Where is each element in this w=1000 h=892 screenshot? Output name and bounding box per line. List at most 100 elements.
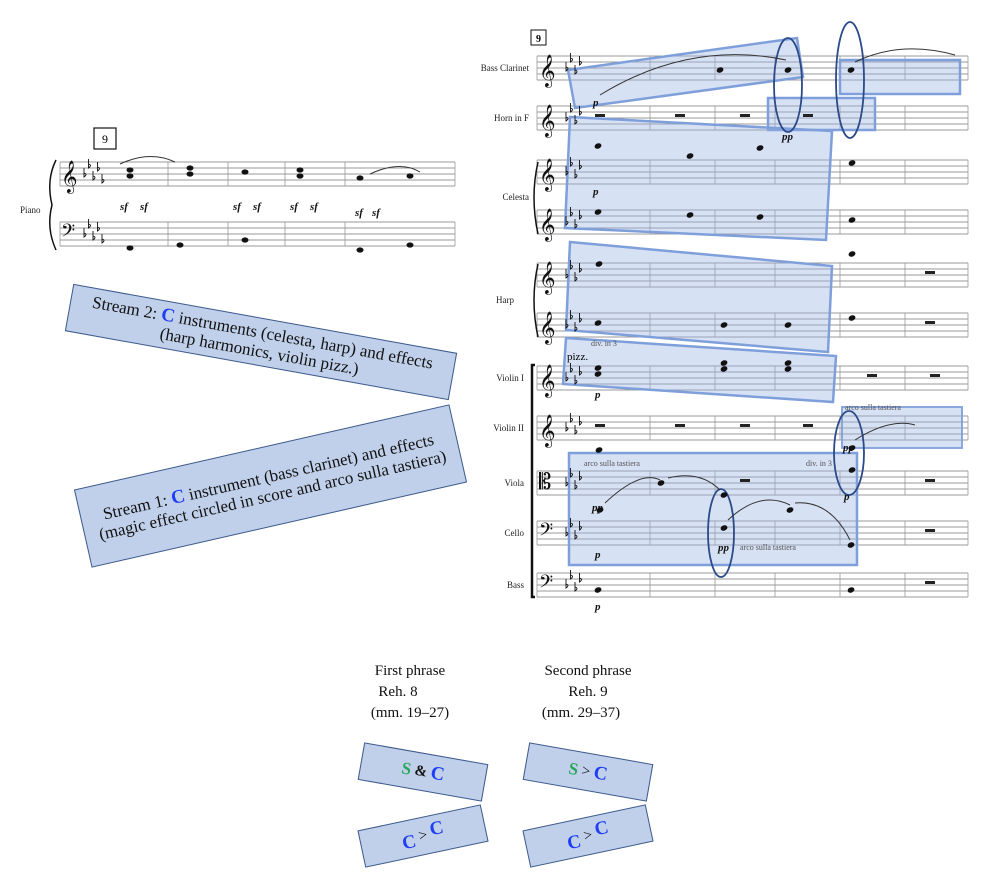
piano-brace bbox=[49, 159, 57, 251]
notehead bbox=[594, 365, 602, 371]
staff bbox=[536, 312, 969, 338]
notehead bbox=[784, 366, 792, 372]
phrase-title: Second phrase bbox=[544, 663, 632, 679]
notehead bbox=[176, 242, 184, 248]
notehead bbox=[126, 245, 134, 251]
flat-icon bbox=[570, 260, 573, 270]
magic-effect-circle bbox=[773, 37, 803, 133]
flat-icon bbox=[570, 570, 573, 580]
label-horn: Horn in F bbox=[494, 113, 529, 123]
notehead bbox=[406, 173, 414, 179]
flat-icon bbox=[574, 115, 578, 125]
whole-rest bbox=[595, 114, 605, 117]
dynamic-p: p bbox=[594, 389, 601, 401]
flat-icon bbox=[101, 234, 105, 244]
slur bbox=[794, 502, 851, 541]
whole-rest bbox=[740, 479, 750, 482]
flat-icon bbox=[570, 363, 573, 373]
alto-clef-icon: 𝄡 bbox=[539, 469, 551, 494]
phrase-rehearsal: Reh. 9 bbox=[568, 684, 608, 700]
highlight-horn bbox=[766, 96, 877, 132]
key-signature bbox=[83, 159, 105, 184]
flat-icon bbox=[579, 160, 582, 170]
piano-rehearsal-number: 9 bbox=[102, 132, 108, 146]
treble-clef-icon: 𝄞 bbox=[61, 161, 78, 194]
harp-brace bbox=[533, 263, 539, 338]
flat-icon bbox=[565, 579, 569, 589]
notehead bbox=[847, 542, 855, 548]
treble-clef-icon: 𝄞 bbox=[539, 159, 556, 192]
label-violin-2: Violin II bbox=[493, 423, 524, 433]
first-phrase-heading: First phrase Reh. 8 (mm. 19–27) bbox=[340, 661, 480, 724]
key-signature bbox=[565, 103, 582, 125]
arco-marking-viola: arco sulla tastiera bbox=[584, 459, 640, 468]
flat-icon bbox=[579, 416, 582, 426]
highlight-celesta bbox=[563, 115, 834, 242]
dynamic-sf: sf bbox=[252, 201, 262, 213]
staff bbox=[536, 520, 969, 546]
operator: > bbox=[582, 826, 594, 845]
notehead bbox=[848, 160, 856, 166]
highlight-viola-cello bbox=[567, 451, 859, 567]
notehead bbox=[594, 320, 602, 326]
staff bbox=[536, 415, 969, 441]
whole-rest bbox=[930, 374, 940, 377]
flat-icon bbox=[88, 159, 91, 169]
flat-icon bbox=[579, 263, 582, 273]
flat-icon bbox=[579, 521, 582, 531]
flat-icon bbox=[570, 207, 573, 217]
pizz-marking: pizz. bbox=[567, 351, 588, 363]
notehead bbox=[756, 214, 764, 220]
highlight-violin-1 bbox=[561, 336, 838, 404]
flat-icon bbox=[574, 530, 578, 540]
flat-icon bbox=[565, 216, 569, 226]
dynamic-sf: sf bbox=[119, 201, 129, 213]
label-bass-clarinet: Bass Clarinet bbox=[481, 63, 530, 73]
dynamic-p: p bbox=[592, 186, 599, 198]
staff bbox=[59, 161, 456, 187]
notehead bbox=[296, 173, 304, 179]
symbol-c: C bbox=[400, 830, 419, 855]
dynamic-sf: sf bbox=[232, 201, 242, 213]
dynamic-p: p bbox=[594, 601, 601, 613]
flat-icon bbox=[574, 219, 578, 229]
slur bbox=[727, 499, 791, 521]
slur bbox=[599, 54, 787, 96]
flat-icon bbox=[570, 53, 573, 63]
notehead bbox=[848, 251, 856, 257]
staff bbox=[59, 221, 456, 247]
notehead bbox=[594, 209, 602, 215]
notehead bbox=[595, 447, 603, 453]
flat-icon bbox=[92, 171, 96, 181]
flat-icon bbox=[579, 56, 582, 66]
highlight-violin-2 bbox=[841, 406, 963, 449]
whole-rest bbox=[925, 271, 935, 274]
phrase-measures: (mm. 19–27) bbox=[370, 705, 450, 721]
highlight-harp bbox=[564, 240, 834, 354]
staff bbox=[536, 105, 969, 131]
notehead bbox=[784, 67, 792, 73]
notehead bbox=[241, 169, 249, 175]
dynamic-sf: sf bbox=[309, 201, 319, 213]
key-signature bbox=[565, 363, 582, 385]
magic-effect-circle bbox=[707, 488, 735, 578]
notehead bbox=[847, 587, 855, 593]
label-violin-1: Violin I bbox=[496, 373, 524, 383]
notehead bbox=[848, 217, 856, 223]
flat-icon bbox=[565, 319, 569, 329]
dynamic-p: p bbox=[843, 491, 850, 503]
symbol-c: C bbox=[565, 830, 584, 855]
highlight-bass-clarinet bbox=[566, 36, 805, 110]
notehead bbox=[296, 167, 304, 173]
slur bbox=[667, 475, 721, 491]
flat-icon bbox=[97, 222, 100, 232]
notehead bbox=[356, 247, 364, 253]
notehead bbox=[406, 242, 414, 248]
flat-icon bbox=[579, 210, 582, 220]
key-signature bbox=[565, 518, 582, 540]
notehead bbox=[848, 467, 856, 473]
operator: > bbox=[580, 762, 592, 780]
flat-icon bbox=[574, 582, 578, 592]
magic-effect-circle bbox=[833, 410, 865, 496]
